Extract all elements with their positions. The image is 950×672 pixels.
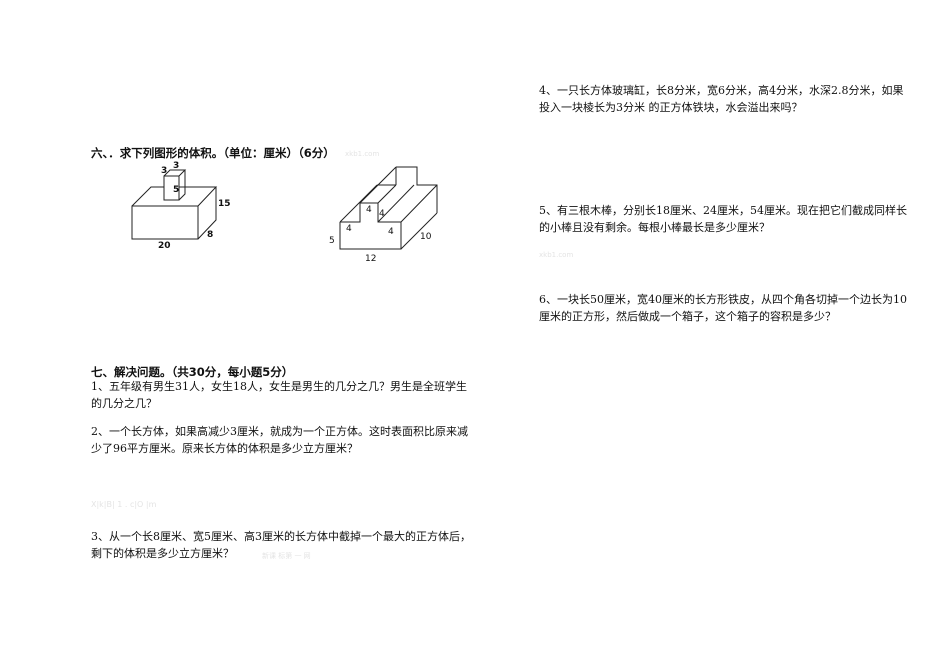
problem-4: 4、一只长方体玻璃缸，长8分米，宽6分米，高4分米，水深2.8分米，如果投入一块… bbox=[539, 84, 904, 114]
label-height: 15 bbox=[218, 199, 231, 209]
stepped-solid-figure-2: 4 4 4 4 5 12 10 bbox=[329, 166, 438, 264]
watermark: xkb1.com bbox=[345, 150, 380, 158]
label-step-c: 4 bbox=[379, 209, 385, 219]
label-length: 20 bbox=[158, 241, 171, 251]
problem-3: 3、从一个长8厘米、宽5厘米、高3厘米的长方体中截掉一个最大的正方体后，剩下的体… bbox=[91, 530, 471, 560]
watermark: X|k|B| 1 . c|O |m bbox=[91, 500, 157, 509]
section6-title: 六、．求下列图形的体积。（单位：厘米）（6分） bbox=[91, 146, 335, 160]
label-step-b: 4 bbox=[366, 205, 372, 215]
problem-6: 6、一块长50厘米，宽40厘米的长方形铁皮，从四个角各切掉一个边长为10厘米的正… bbox=[539, 293, 907, 323]
label-top-depth: 3 bbox=[173, 161, 179, 171]
label-top-width: 3 bbox=[161, 166, 167, 176]
label-depth: 10 bbox=[420, 232, 432, 242]
problem-2: 2、一个长方体，如果高减少3厘米，就成为一个正方体。这时表面积比原来减少了96平… bbox=[91, 425, 468, 455]
watermark: xkb1.com bbox=[539, 251, 574, 259]
label-height: 5 bbox=[329, 236, 335, 246]
watermark: 新课 标第 一 网 bbox=[262, 552, 311, 560]
problem-5: 5、有三根木棒，分别长18厘米、24厘米，54厘米。现在把它们截成同样长的小棒且… bbox=[539, 204, 907, 234]
label-length: 12 bbox=[365, 254, 376, 264]
label-step-d: 4 bbox=[388, 227, 394, 237]
section7-title: 七、解决问题。（共30分，每小题5分） bbox=[91, 365, 294, 379]
cuboid-figure-1: 3 3 5 15 20 8 bbox=[131, 161, 231, 251]
label-width: 8 bbox=[207, 230, 213, 240]
label-step-a: 4 bbox=[346, 224, 352, 234]
label-top-height: 5 bbox=[173, 185, 179, 195]
problem-1: 1、五年级有男生31人，女生18人，女生是男生的几分之几？男生是全班学生的几分之… bbox=[91, 380, 467, 410]
